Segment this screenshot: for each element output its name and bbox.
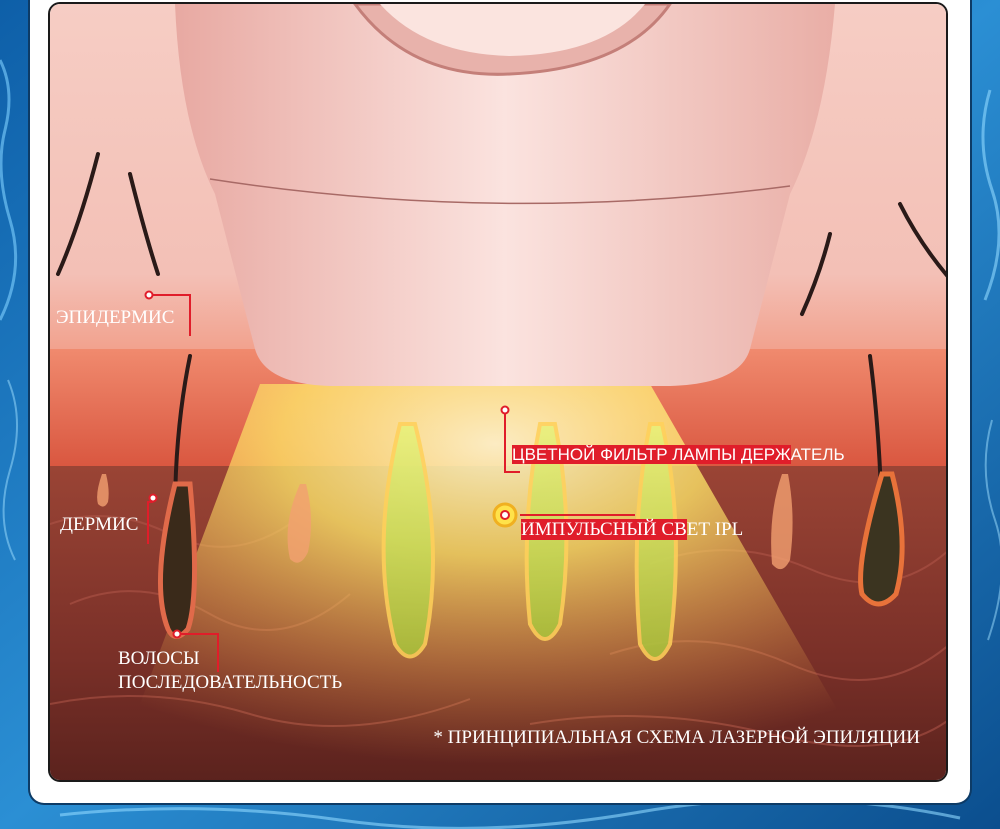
dermis-label: ДЕРМИС (60, 514, 138, 537)
hair-label-line1: ВОЛОСЫ (118, 648, 200, 671)
ipl-pulse-label-rest: ЕТ IPL (687, 519, 743, 540)
ipl-diagram-panel: ЭПИДЕРМИС ДЕРМИС ВОЛОСЫ ПОСЛЕДОВАТЕЛЬНОС… (48, 2, 948, 782)
ipl-device (175, 4, 835, 386)
lamp-filter-label-highlight: ЦВЕТНОЙ ФИЛЬТР ЛАМПЫ ДЕРЖ (512, 445, 791, 464)
ipl-pulse-label-highlight: ИМПУЛЬСНЫЙ СВ (521, 519, 687, 540)
ipl-pulse-label: ИМПУЛЬСНЫЙ СВЕТ IPL (521, 519, 743, 542)
lamp-filter-label: ЦВЕТНОЙ ФИЛЬТР ЛАМПЫ ДЕРЖАТЕЛЬ (512, 445, 845, 465)
epidermis-label: ЭПИДЕРМИС (56, 307, 174, 330)
hair-label-line2: ПОСЛЕДОВАТЕЛЬНОСТЬ (118, 672, 342, 695)
lamp-filter-label-rest: АТЕЛЬ (791, 445, 845, 464)
diagram-caption: * ПРИНЦИПИАЛЬНАЯ СХЕМА ЛАЗЕРНОЙ ЭПИЛЯЦИИ (433, 727, 920, 749)
